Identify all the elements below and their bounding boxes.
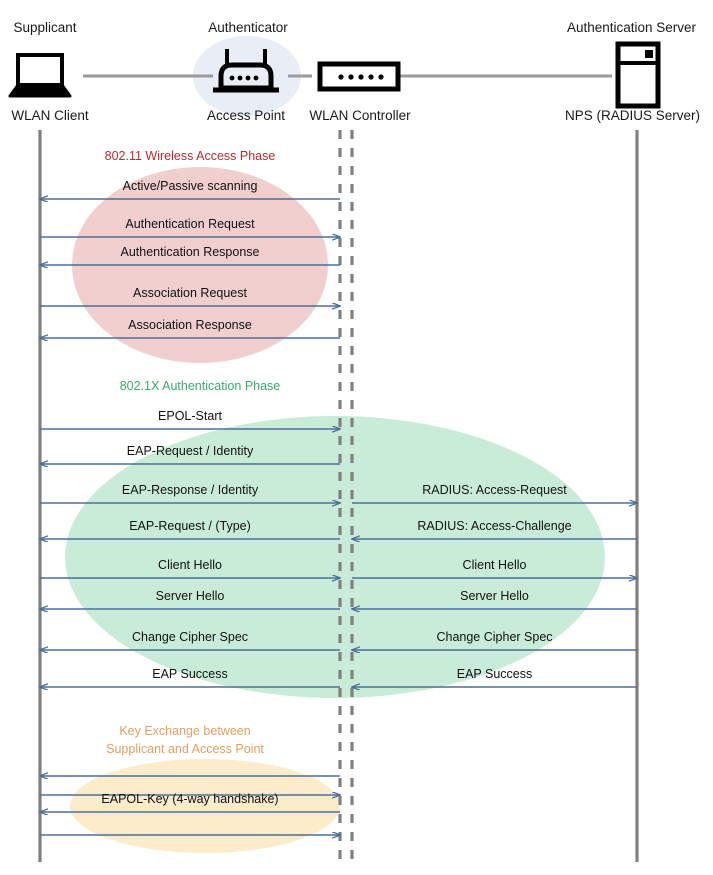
actor-name-nps-radius-server: NPS (RADIUS Server) [564,108,701,123]
message-label: Authentication Request [125,217,255,231]
actor-name-access-point: Access Point [206,108,286,123]
message-label: Server Hello [460,589,529,603]
message-label: RADIUS: Access-Challenge [417,519,572,533]
actor-name-wlan-client: WLAN Client [11,108,89,123]
actor-role-supplicant: Supplicant [13,20,77,35]
message-label: Server Hello [155,589,225,603]
phase-label-dot1x-authentication: 802.1X Authentication Phase [119,379,281,393]
message-label: Association Response [128,318,252,332]
message-label: Change Cipher Spec [436,630,553,644]
message-label: Association Request [133,286,247,300]
phase-label-key-exchange-line2: Supplicant and Access Point [106,742,264,756]
phase-label-key-exchange-line1: Key Exchange between [119,724,251,738]
message-label: Client Hello [158,558,222,572]
message-label: Active/Passive scanning [122,179,258,193]
message-label: EAP-Response / Identity [121,483,259,497]
wireless-router-icon [213,49,279,93]
phase-ellipse-key-exchange [70,759,340,853]
actor-name-wlan-controller: WLAN Controller [309,108,411,123]
message-arrows [40,199,637,835]
message-label: Authentication Response [120,245,260,259]
message-label: EAP-Request / Identity [126,444,254,458]
message-label: Change Cipher Spec [131,630,249,644]
phase-label-key-exchange: Key Exchange between Supplicant and Acce… [85,722,285,758]
phase-ellipse-dot1x [65,416,605,698]
phase-label-wireless-access: 802.11 Wireless Access Phase [104,149,276,163]
message-label: EAP Success [152,667,228,681]
actor-role-authenticator: Authenticator [208,20,288,35]
network-switch-icon [317,61,401,92]
message-label: EPOL-Start [158,409,222,423]
message-label: RADIUS: Access-Request [422,483,567,497]
message-label: EAPOL-Key (4-way handshake) [101,792,279,806]
actor-role-authentication-server: Authentication Server [566,20,697,35]
message-label: Client Hello [462,558,527,572]
message-label: EAP Success [456,667,533,681]
message-label: EAP-Request / (Type) [129,519,251,533]
laptop-icon [8,53,72,98]
server-rack-icon [615,41,661,109]
